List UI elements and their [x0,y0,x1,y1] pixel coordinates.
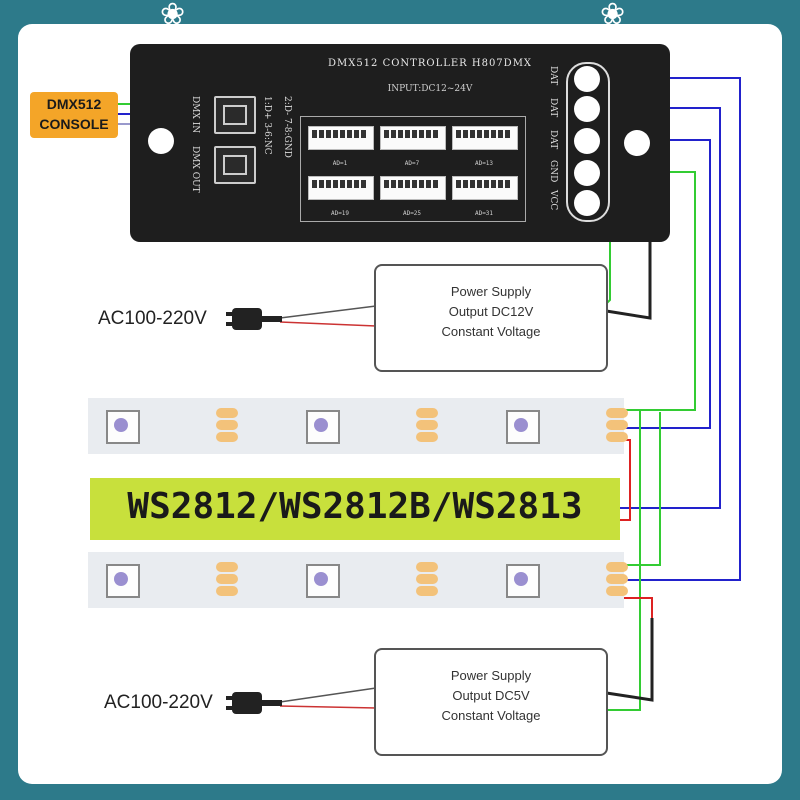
dip-switch-1[interactable] [308,126,374,150]
dip-label-1: AD=1 [332,160,348,167]
led-chip-icon [506,410,540,444]
led-type-banner: WS2812/WS2812B/WS2813 [90,478,620,540]
dip-label-6: AD=31 [474,210,494,217]
led-chip-icon [306,410,340,444]
psu-12v-line1: Power Supply [450,284,532,299]
ac-wire-bottom-2 [279,705,377,709]
ac-wire-top-1 [279,305,377,319]
dip-switch-4[interactable] [308,176,374,200]
led-chip-icon [106,564,140,598]
psu-5v-line2: Output DC5V [452,688,530,703]
pin-label-col1: 1:D+ 3-6:NC [262,96,272,155]
terminal-block [566,62,610,222]
psu-12v-line3: Constant Voltage [441,324,541,339]
controller-title: DMX512 CONTROLLER H807DMX [327,58,533,69]
ac-wire-bottom-1 [279,687,377,703]
pin-label-col2: 2:D- 7-8:GND [282,96,292,158]
ac-plug-top-icon [232,308,262,330]
psu-5v-line1: Power Supply [450,668,532,683]
led-chip-icon [506,564,540,598]
terminal-dat-1[interactable] [574,66,600,92]
dmx-out-port[interactable] [214,146,256,184]
port-in-label: DMX IN [190,96,200,134]
dip-switch-3[interactable] [452,126,518,150]
terminal-label-4: GND [548,160,558,183]
dip-switch-2[interactable] [380,126,446,150]
terminal-vcc[interactable] [574,190,600,216]
led-chip-icon [306,564,340,598]
dip-label-3: AD=13 [474,160,494,167]
pos-wire-strip-bottom [612,597,653,618]
console-line-1: DMX512 [46,96,102,112]
ac-label-top: AC100-220V [98,308,207,329]
ornament-left-icon: ❀ [160,0,186,32]
dip-switch-5[interactable] [380,176,446,200]
dmx-in-port[interactable] [214,96,256,134]
ac-plug-bottom-icon [232,692,262,714]
console-line-2: CONSOLE [39,116,109,132]
port-out-label: DMX OUT [190,146,200,193]
terminal-label-1: DAT [548,66,558,86]
mount-hole-right [624,130,650,156]
gnd-wire-3 [612,412,661,566]
terminal-label-3: DAT [548,130,558,150]
dip-label-5: AD=25 [402,210,422,217]
dip-switch-panel [300,116,526,222]
data-wire-1 [600,77,741,581]
terminal-dat-2[interactable] [574,96,600,122]
led-strip-bottom [88,552,628,608]
terminal-gnd[interactable] [574,160,600,186]
vcc-wire-5v [599,618,654,702]
dmx-console-badge: DMX512 CONSOLE [30,92,118,138]
dip-label-4: AD=19 [330,210,350,217]
terminal-label-5: VCC [548,190,558,211]
terminal-dat-3[interactable] [574,128,600,154]
controller-input-label: INPUT:DC12~24V [387,84,473,94]
led-strip-top [88,398,628,454]
dip-label-2: AD=7 [404,160,420,167]
ac-label-bottom: AC100-220V [104,692,213,713]
terminal-label-2: DAT [548,98,558,118]
psu-12v-line2: Output DC12V [448,304,534,319]
led-chip-icon [106,410,140,444]
psu-5v: Power Supply Output DC5V Constant Voltag… [374,648,608,756]
mount-hole-left [148,128,174,154]
ornament-right-icon: ❀ [600,0,626,32]
dip-switch-6[interactable] [452,176,518,200]
psu-12v: Power Supply Output DC12V Constant Volta… [374,264,608,372]
ac-wire-top-2 [279,321,377,327]
psu-5v-line3: Constant Voltage [441,708,541,723]
led-type-text: WS2812/WS2812B/WS2813 [127,486,583,527]
